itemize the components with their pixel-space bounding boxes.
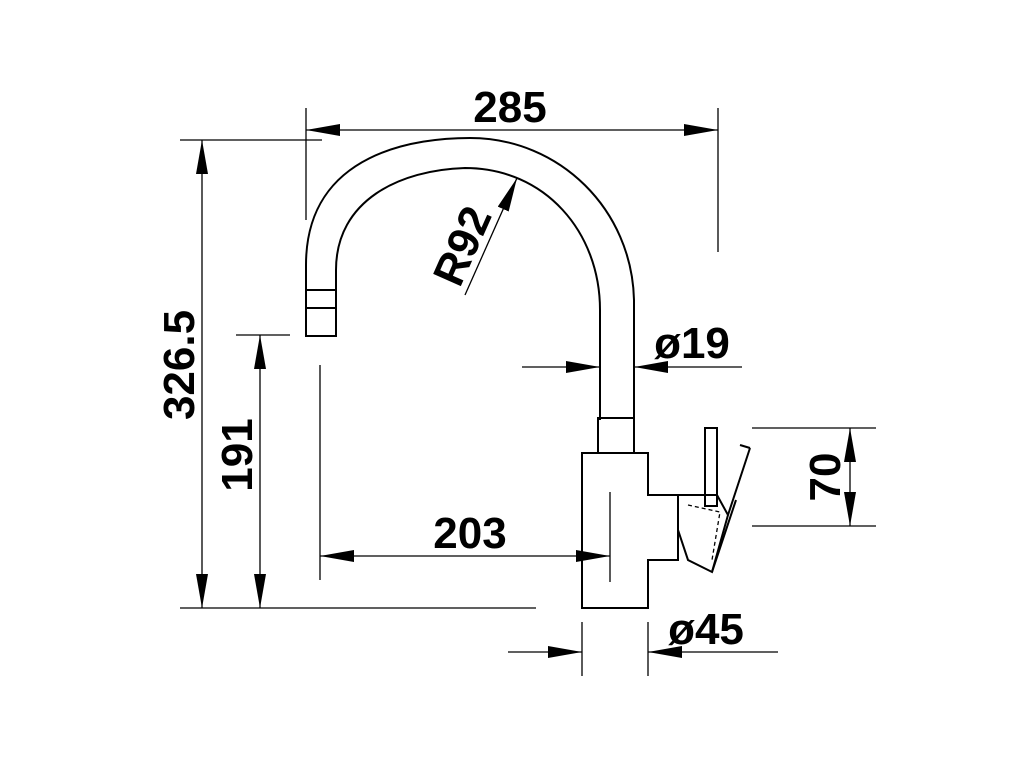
dim-outlet-height: 191 (213, 334, 290, 608)
spout-nozzle (305, 307, 337, 337)
dim-label-191: 191 (213, 418, 262, 491)
handle-arm-tip (739, 444, 751, 449)
handle-lever (704, 427, 718, 507)
dim-label-o45: ø45 (668, 605, 744, 654)
dim-label-70: 70 (801, 453, 850, 502)
dim-label-285: 285 (473, 83, 546, 132)
handle-arm (727, 447, 751, 516)
dim-spout-diameter: ø19 (522, 319, 742, 373)
faucet-main-body (581, 452, 679, 609)
handle-arm-inner (711, 499, 737, 573)
dim-label-r92: R92 (424, 199, 502, 293)
spout-inner-curve (335, 166, 601, 420)
dim-spout-projection: 203 (319, 365, 610, 580)
neck-collar (597, 417, 635, 454)
dim-handle-height: 70 (752, 427, 876, 527)
faucet-outline (180, 136, 751, 609)
dim-total-height: 326.5 (155, 139, 322, 608)
dim-arc-radius: R92 (424, 177, 518, 296)
spout-outer-curve (305, 136, 635, 420)
dim-label-203: 203 (433, 509, 506, 558)
dim-spout-reach: 285 (305, 83, 719, 252)
dim-label-o19: ø19 (654, 319, 730, 368)
handle-hidden-line (687, 504, 721, 561)
dim-label-326-5: 326.5 (155, 310, 204, 420)
dim-base-diameter: ø45 (508, 605, 778, 676)
handle-cartridge (677, 494, 730, 574)
